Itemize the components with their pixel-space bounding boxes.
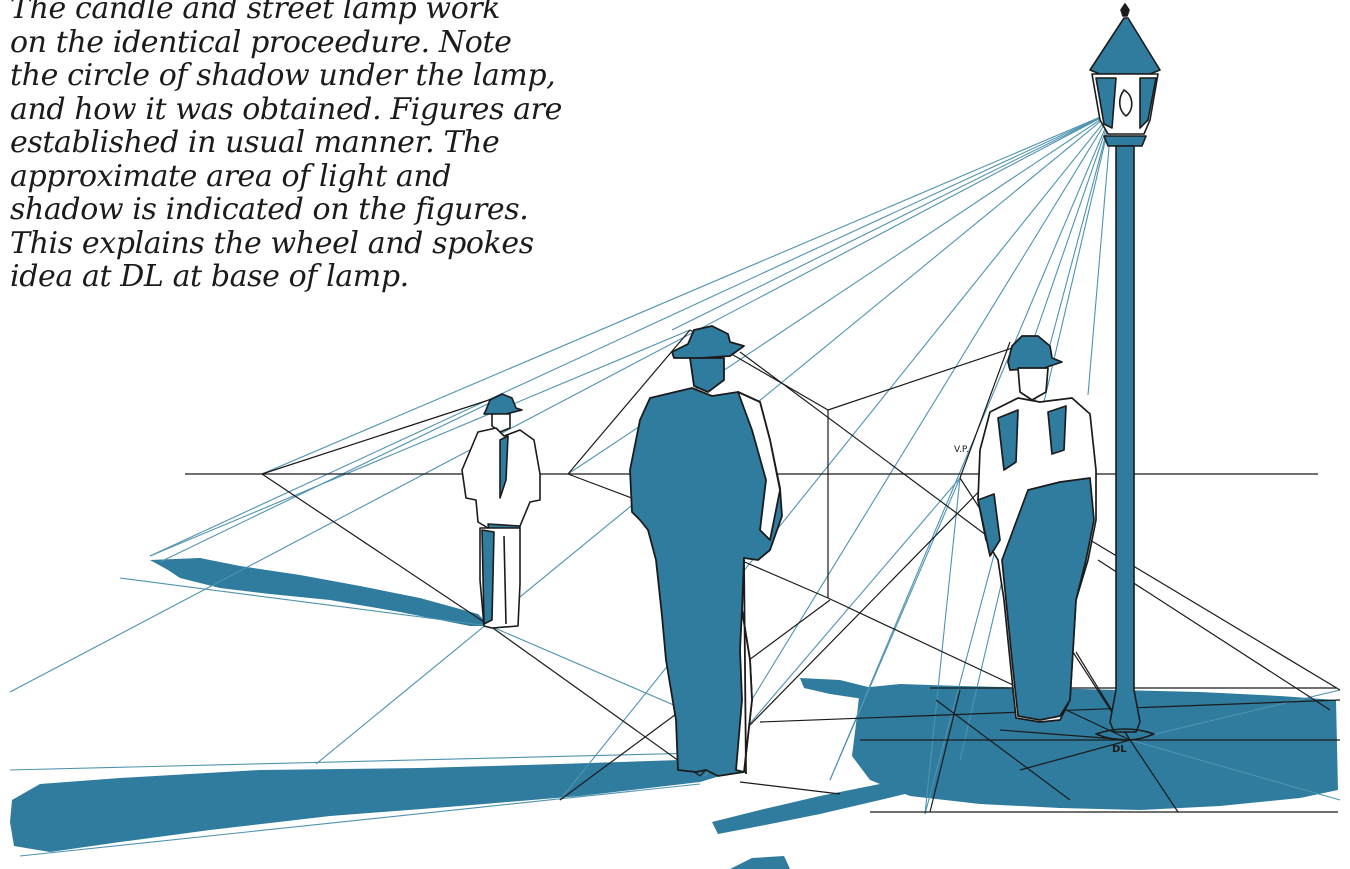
street-lamp: [1090, 4, 1160, 740]
lamp-finial: [1121, 4, 1129, 16]
shadow-fragment: [730, 856, 790, 869]
tall-figure-shadow: [10, 760, 740, 852]
hat-icon: [672, 326, 744, 358]
construction-lines: [185, 330, 1340, 812]
dl-label: DL: [1112, 744, 1127, 755]
small-figure: [462, 394, 540, 628]
lamp-post: [1110, 146, 1140, 732]
hat-icon: [1008, 336, 1062, 370]
right-figure-shadow: [712, 776, 938, 834]
tall-figure: [630, 326, 782, 776]
vp-label: V.P.: [954, 445, 969, 455]
hat-icon: [484, 394, 522, 414]
right-figure: [978, 336, 1096, 722]
lamp-cap: [1090, 18, 1160, 74]
